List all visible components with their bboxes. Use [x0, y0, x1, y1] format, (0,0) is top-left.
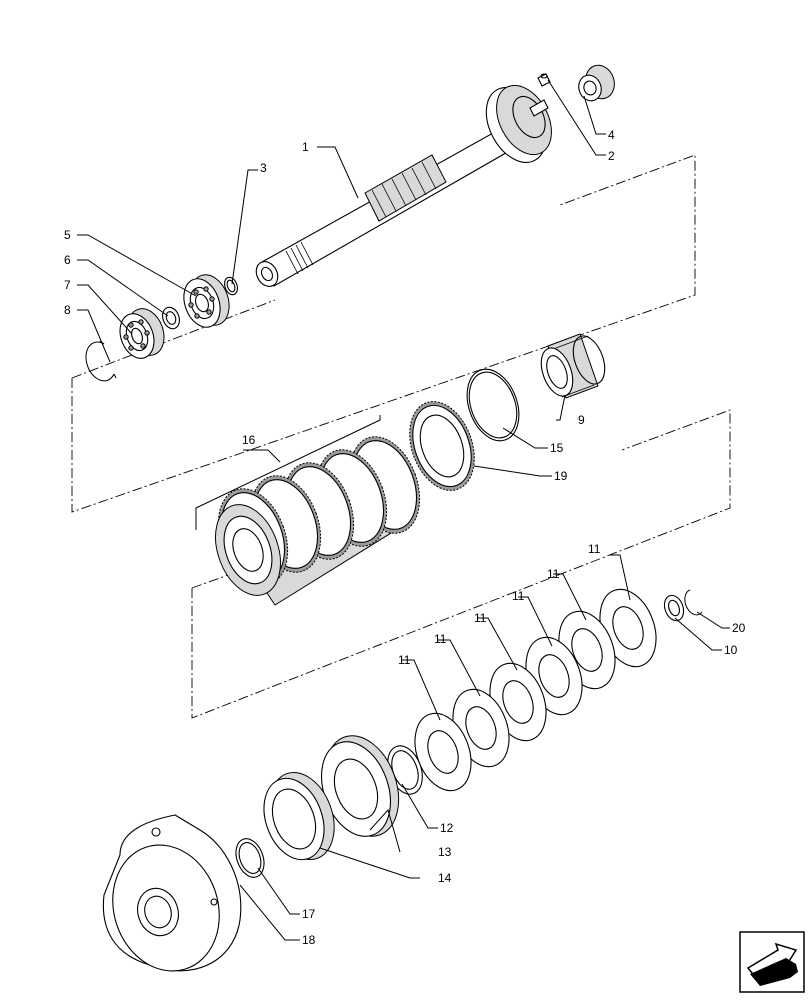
piston-seal-part-14	[263, 771, 335, 861]
bearing-part-7	[119, 308, 165, 359]
thrust-washers-part-11	[414, 588, 657, 792]
callout-label-15: 15	[550, 441, 564, 455]
callout-label-11-a: 11	[588, 542, 601, 556]
callout-label-2: 2	[608, 149, 615, 163]
pin-part-2	[537, 73, 551, 87]
callout-label-7: 7	[64, 278, 71, 292]
callout-label-5: 5	[64, 228, 71, 242]
next-page-arrow-icon[interactable]	[739, 931, 805, 993]
callout-label-20: 20	[732, 621, 746, 635]
callout-label-1: 1	[302, 140, 309, 154]
callout-label-11-f: 11	[398, 653, 411, 667]
callout-label-8: 8	[64, 303, 71, 317]
callout-label-17: 17	[302, 907, 316, 921]
callout-label-9: 9	[578, 413, 585, 427]
leader-lines	[77, 79, 730, 941]
callout-label-4: 4	[608, 128, 615, 142]
callout-label-16: 16	[242, 433, 256, 447]
bushing-part-4	[578, 64, 615, 102]
callout-label-11-c: 11	[512, 589, 525, 603]
snap-ring-part-17	[235, 838, 265, 878]
bearing-part-5	[183, 274, 230, 328]
shaft-part-1	[255, 84, 552, 287]
snap-ring-part-3	[224, 276, 238, 296]
callout-label-14: 14	[438, 871, 452, 885]
callout-label-11-e: 11	[434, 632, 447, 646]
callout-label-3: 3	[260, 161, 267, 175]
callout-label-13: 13	[438, 845, 452, 859]
callout-label-12: 12	[440, 821, 454, 835]
toothed-plate-part-19	[409, 401, 475, 491]
clutch-pack-part-16	[215, 436, 421, 606]
circlip-part-8	[85, 340, 117, 382]
callout-label-19: 19	[554, 469, 568, 483]
snap-ring-part-15	[466, 368, 520, 442]
ring-part-10	[663, 594, 685, 622]
spacer-ring-part-6	[162, 306, 180, 330]
snap-ring-part-20	[684, 589, 703, 616]
drum-housing-part-18	[102, 814, 242, 972]
gear-sleeve-part-9	[540, 333, 606, 399]
assembly-boundary-upper	[71, 154, 696, 513]
piston-part-13	[321, 735, 400, 837]
callout-label-11-b: 11	[547, 567, 560, 581]
callout-label-10: 10	[724, 643, 738, 657]
callout-label-18: 18	[302, 933, 316, 947]
callout-label-6: 6	[64, 253, 71, 267]
callout-labels: 1 2 3 4 5 6 7 8 9 10 11 11 11 11 11 11 1…	[64, 128, 746, 947]
callout-label-11-d: 11	[474, 611, 487, 625]
